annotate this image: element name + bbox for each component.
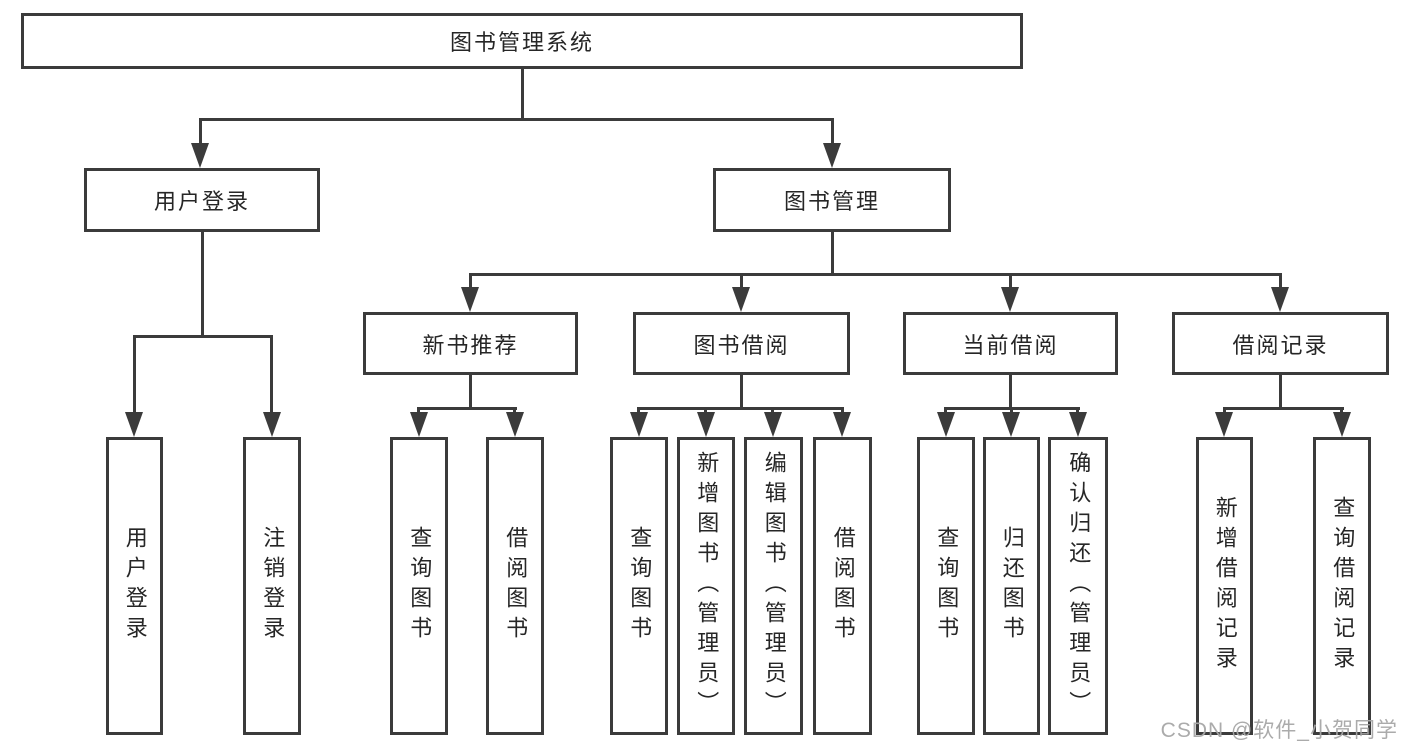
- node-borrow-records: 借阅记录: [1172, 312, 1389, 375]
- connector-line: [469, 273, 472, 289]
- arrowhead-icon: [263, 412, 281, 437]
- connector-line: [637, 407, 640, 414]
- node-book-management-system: 图书管理系统: [21, 13, 1023, 69]
- connector-line: [133, 335, 136, 414]
- leaf-return-books: 归还图书: [983, 437, 1040, 735]
- node-book-borrowing: 图书借阅: [633, 312, 850, 375]
- leaf-add-borrow-record-label: 新增借阅记录: [1212, 496, 1238, 676]
- connector-line: [944, 407, 947, 414]
- node-book-management-label: 图书管理: [783, 189, 880, 214]
- connector-line: [1279, 273, 1282, 289]
- leaf-borrow-books-recommend: 借阅图书: [486, 437, 544, 735]
- leaf-logout-label: 注销登录: [260, 526, 286, 646]
- node-current-borrowing-label: 当前借阅: [962, 332, 1059, 358]
- connector-line: [469, 273, 1282, 276]
- connector-line: [740, 273, 743, 289]
- connector-line: [417, 407, 517, 410]
- node-book-management: 图书管理: [713, 168, 951, 232]
- node-user-login: 用户登录: [84, 168, 320, 232]
- arrowhead-icon: [764, 412, 782, 437]
- connector-line: [469, 375, 472, 407]
- arrowhead-icon: [1333, 412, 1351, 437]
- leaf-borrow-books-borrowing: 借阅图书: [813, 437, 872, 735]
- leaf-query-books-borrowing-label: 查询图书: [627, 526, 653, 646]
- connector-line: [1223, 407, 1226, 414]
- connector-line: [270, 335, 273, 414]
- connector-line: [841, 407, 844, 414]
- connector-line: [1009, 273, 1012, 289]
- leaf-user-login: 用户登录: [106, 437, 163, 735]
- leaf-return-books-label: 归还图书: [999, 526, 1025, 646]
- arrowhead-icon: [732, 287, 750, 312]
- arrowhead-icon: [1271, 287, 1289, 312]
- leaf-query-borrow-record: 查询借阅记录: [1313, 437, 1371, 735]
- leaf-query-books-borrowing: 查询图书: [610, 437, 668, 735]
- arrowhead-icon: [506, 412, 524, 437]
- arrowhead-icon: [1069, 412, 1087, 437]
- leaf-edit-books-admin: 编辑图书（管理员）: [744, 437, 803, 735]
- leaf-query-books-recommend: 查询图书: [390, 437, 448, 735]
- leaf-borrow-books-borrowing-label: 借阅图书: [830, 526, 856, 646]
- leaf-add-books-admin-label: 新增图书（管理员）: [694, 451, 720, 721]
- leaf-add-books-admin: 新增图书（管理员）: [677, 437, 735, 735]
- arrowhead-icon: [833, 412, 851, 437]
- arrowhead-icon: [697, 412, 715, 437]
- connector-line: [831, 232, 834, 273]
- leaf-logout: 注销登录: [243, 437, 301, 735]
- arrowhead-icon: [1001, 287, 1019, 312]
- watermark: CSDN @软件_小贺同学: [1160, 719, 1398, 742]
- connector-line: [1010, 407, 1013, 414]
- arrowhead-icon: [191, 143, 209, 168]
- connector-line: [1223, 407, 1344, 410]
- connector-line: [201, 232, 204, 335]
- connector-line: [1340, 407, 1343, 414]
- connector-line: [417, 407, 420, 414]
- node-new-book-recommend: 新书推荐: [363, 312, 578, 375]
- arrowhead-icon: [630, 412, 648, 437]
- connector-line: [637, 407, 844, 410]
- connector-line: [199, 118, 833, 121]
- connector-line: [831, 118, 834, 146]
- node-user-login-label: 用户登录: [153, 189, 250, 214]
- connector-line: [133, 335, 273, 338]
- node-book-management-system-label: 图书管理系统: [449, 30, 594, 55]
- arrowhead-icon: [1002, 412, 1020, 437]
- arrowhead-icon: [823, 143, 841, 168]
- connector-line: [771, 407, 774, 414]
- leaf-query-books-current-label: 查询图书: [934, 526, 960, 646]
- connector-line: [1279, 375, 1282, 407]
- arrowhead-icon: [125, 412, 143, 437]
- leaf-borrow-books-recommend-label: 借阅图书: [503, 526, 529, 646]
- leaf-edit-books-admin-label: 编辑图书（管理员）: [761, 451, 787, 721]
- leaf-user-login-label: 用户登录: [122, 526, 148, 646]
- connector-line: [521, 69, 524, 118]
- leaf-confirm-return-admin: 确认归还（管理员）: [1048, 437, 1108, 735]
- arrowhead-icon: [1215, 412, 1233, 437]
- node-borrow-records-label: 借阅记录: [1232, 332, 1329, 358]
- connector-line: [740, 375, 743, 407]
- connector-line: [1009, 375, 1012, 407]
- arrowhead-icon: [461, 287, 479, 312]
- connector-line: [199, 118, 202, 146]
- leaf-confirm-return-admin-label: 确认归还（管理员）: [1066, 451, 1092, 721]
- leaf-query-books-recommend-label: 查询图书: [407, 526, 433, 646]
- connector-line: [513, 407, 516, 414]
- node-current-borrowing: 当前借阅: [903, 312, 1118, 375]
- node-new-book-recommend-label: 新书推荐: [422, 332, 519, 358]
- connector-line: [704, 407, 707, 414]
- leaf-query-borrow-record-label: 查询借阅记录: [1330, 496, 1356, 676]
- connector-line: [1076, 407, 1079, 414]
- leaf-add-borrow-record: 新增借阅记录: [1196, 437, 1253, 735]
- node-book-borrowing-label: 图书借阅: [693, 332, 790, 358]
- arrowhead-icon: [410, 412, 428, 437]
- arrowhead-icon: [937, 412, 955, 437]
- leaf-query-books-current: 查询图书: [917, 437, 975, 735]
